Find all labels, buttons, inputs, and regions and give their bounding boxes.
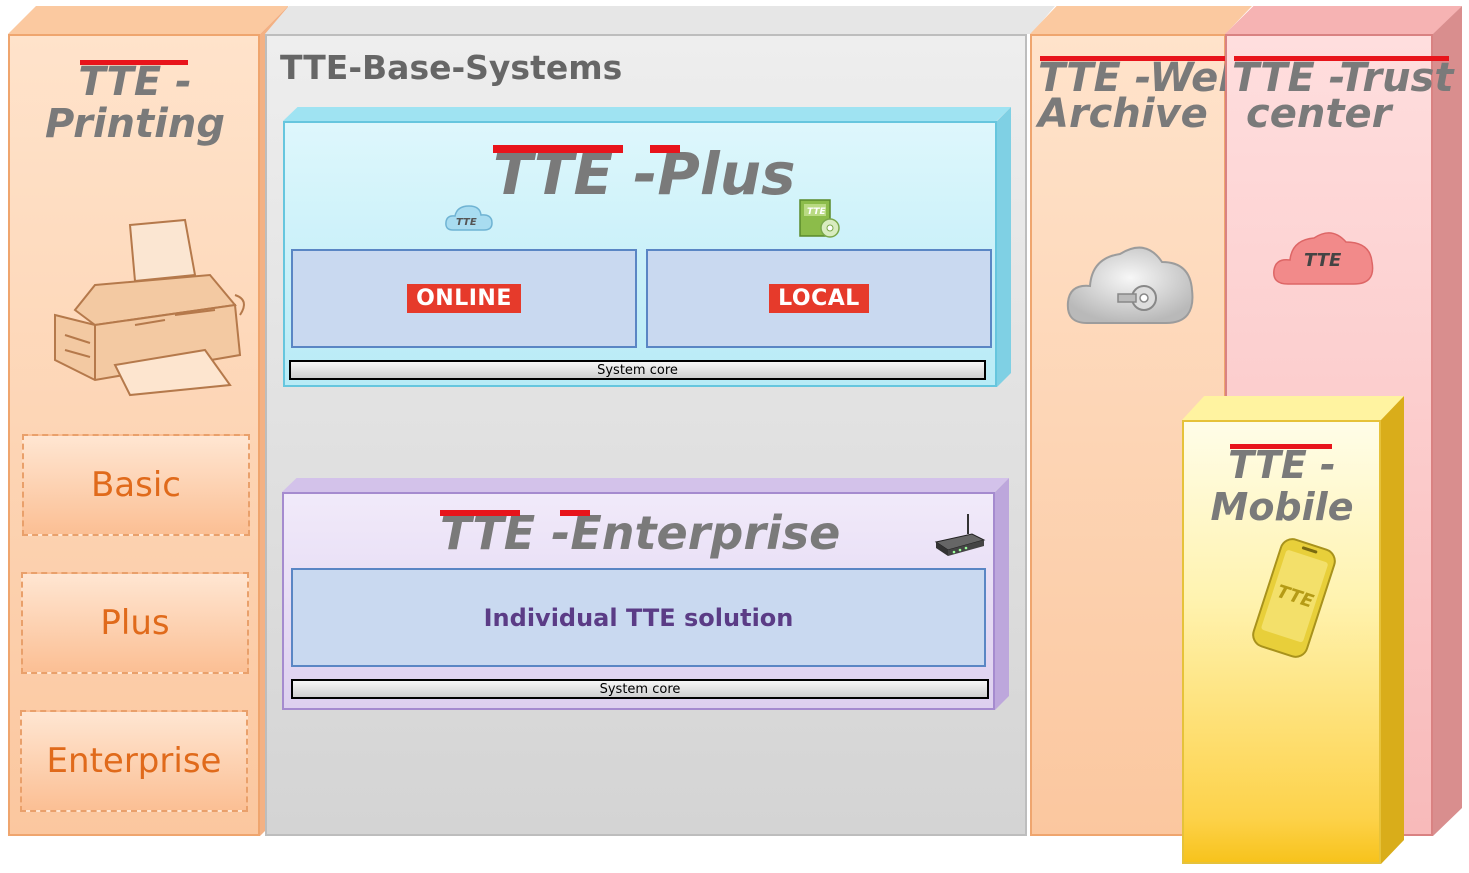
individual-solution-box: Individual TTE solution: [291, 568, 986, 667]
plus-title-stripe: [493, 145, 623, 153]
local-box: LOCAL: [646, 249, 992, 348]
mobile-column-side: [1381, 396, 1404, 864]
svg-text:TTE: TTE: [807, 207, 826, 217]
printer-icon: [54, 218, 245, 397]
svg-text:TTE: TTE: [1304, 250, 1342, 271]
enterprise-title-stripe-2: [560, 510, 590, 516]
tier-enterprise: Enterprise: [20, 710, 248, 812]
svg-text:TTE: TTE: [456, 217, 477, 228]
trust-center-column-top: [1225, 6, 1462, 34]
enterprise-system-core: System core: [291, 679, 989, 699]
plus-box-side: [997, 107, 1011, 387]
trust-center-title: TTE -Trust center: [1232, 55, 1454, 137]
enterprise-box-top: [282, 478, 1009, 492]
online-label: ONLINE: [407, 284, 521, 313]
web-archive-column-top: [1030, 6, 1252, 34]
plus-system-core: System core: [289, 360, 986, 380]
trust-cloud-icon: TTE: [1273, 232, 1374, 285]
disk-icon: TTE: [799, 199, 840, 238]
mobile-title: TTE - Mobile: [1210, 443, 1354, 529]
individual-solution-label: Individual TTE solution: [483, 603, 794, 632]
enterprise-title: TTE -Enterprise: [440, 506, 841, 560]
smartphone-icon: TTE: [1252, 538, 1336, 658]
printing-column-top: [8, 6, 288, 34]
mobile-column-top: [1182, 396, 1404, 420]
enterprise-title-stripe: [440, 510, 520, 516]
trust-center-column-side: [1433, 6, 1462, 836]
tier-plus: Plus: [21, 572, 249, 674]
plus-box-top: [283, 107, 1011, 121]
online-box: ONLINE: [291, 249, 637, 348]
plus-title: TTE -Plus: [493, 140, 796, 208]
cloud-icon: TTE: [445, 205, 493, 231]
tier-basic: Basic: [22, 434, 250, 536]
printing-title: TTE - Printing: [45, 59, 225, 147]
base-systems-column-top: [265, 6, 1055, 34]
web-archive-title: TTE -Web Archive: [1038, 55, 1247, 137]
local-label: LOCAL: [769, 284, 869, 313]
plus-title-stripe-2: [650, 145, 680, 153]
server-icon: [934, 514, 986, 556]
cloud-key-icon: [1066, 246, 1194, 324]
base-systems-title: TTE-Base-Systems: [280, 48, 623, 87]
enterprise-box-side: [995, 478, 1009, 710]
